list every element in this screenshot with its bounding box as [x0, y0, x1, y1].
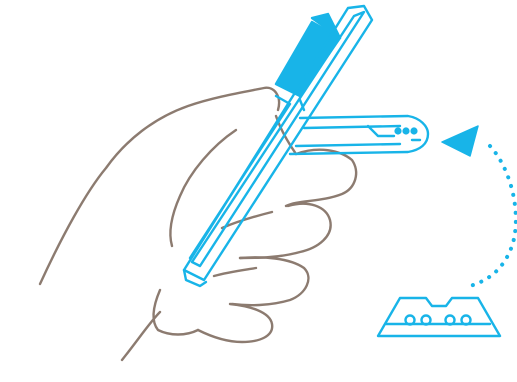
middle-finger — [240, 204, 331, 258]
finger-crease — [214, 268, 256, 276]
ring-finger — [232, 257, 308, 305]
carrier-hole — [404, 129, 409, 134]
dotted-curve — [470, 146, 516, 286]
thumb-inner — [170, 130, 236, 246]
carrier-outline — [290, 116, 428, 154]
index-finger — [286, 150, 356, 206]
insert-arrow — [442, 126, 516, 286]
carrier-inner-top — [304, 126, 400, 128]
arrow-head-icon — [442, 126, 478, 156]
carrier-hole — [412, 129, 417, 134]
carrier-inner-bottom — [296, 144, 400, 146]
replacement-blade — [378, 298, 500, 336]
little-finger — [198, 304, 272, 342]
knife-body-rail — [190, 96, 290, 258]
blade-outline — [378, 298, 500, 336]
carrier-hole — [396, 129, 401, 134]
blade-carrier — [290, 116, 428, 154]
knife-body-inner — [192, 12, 364, 266]
